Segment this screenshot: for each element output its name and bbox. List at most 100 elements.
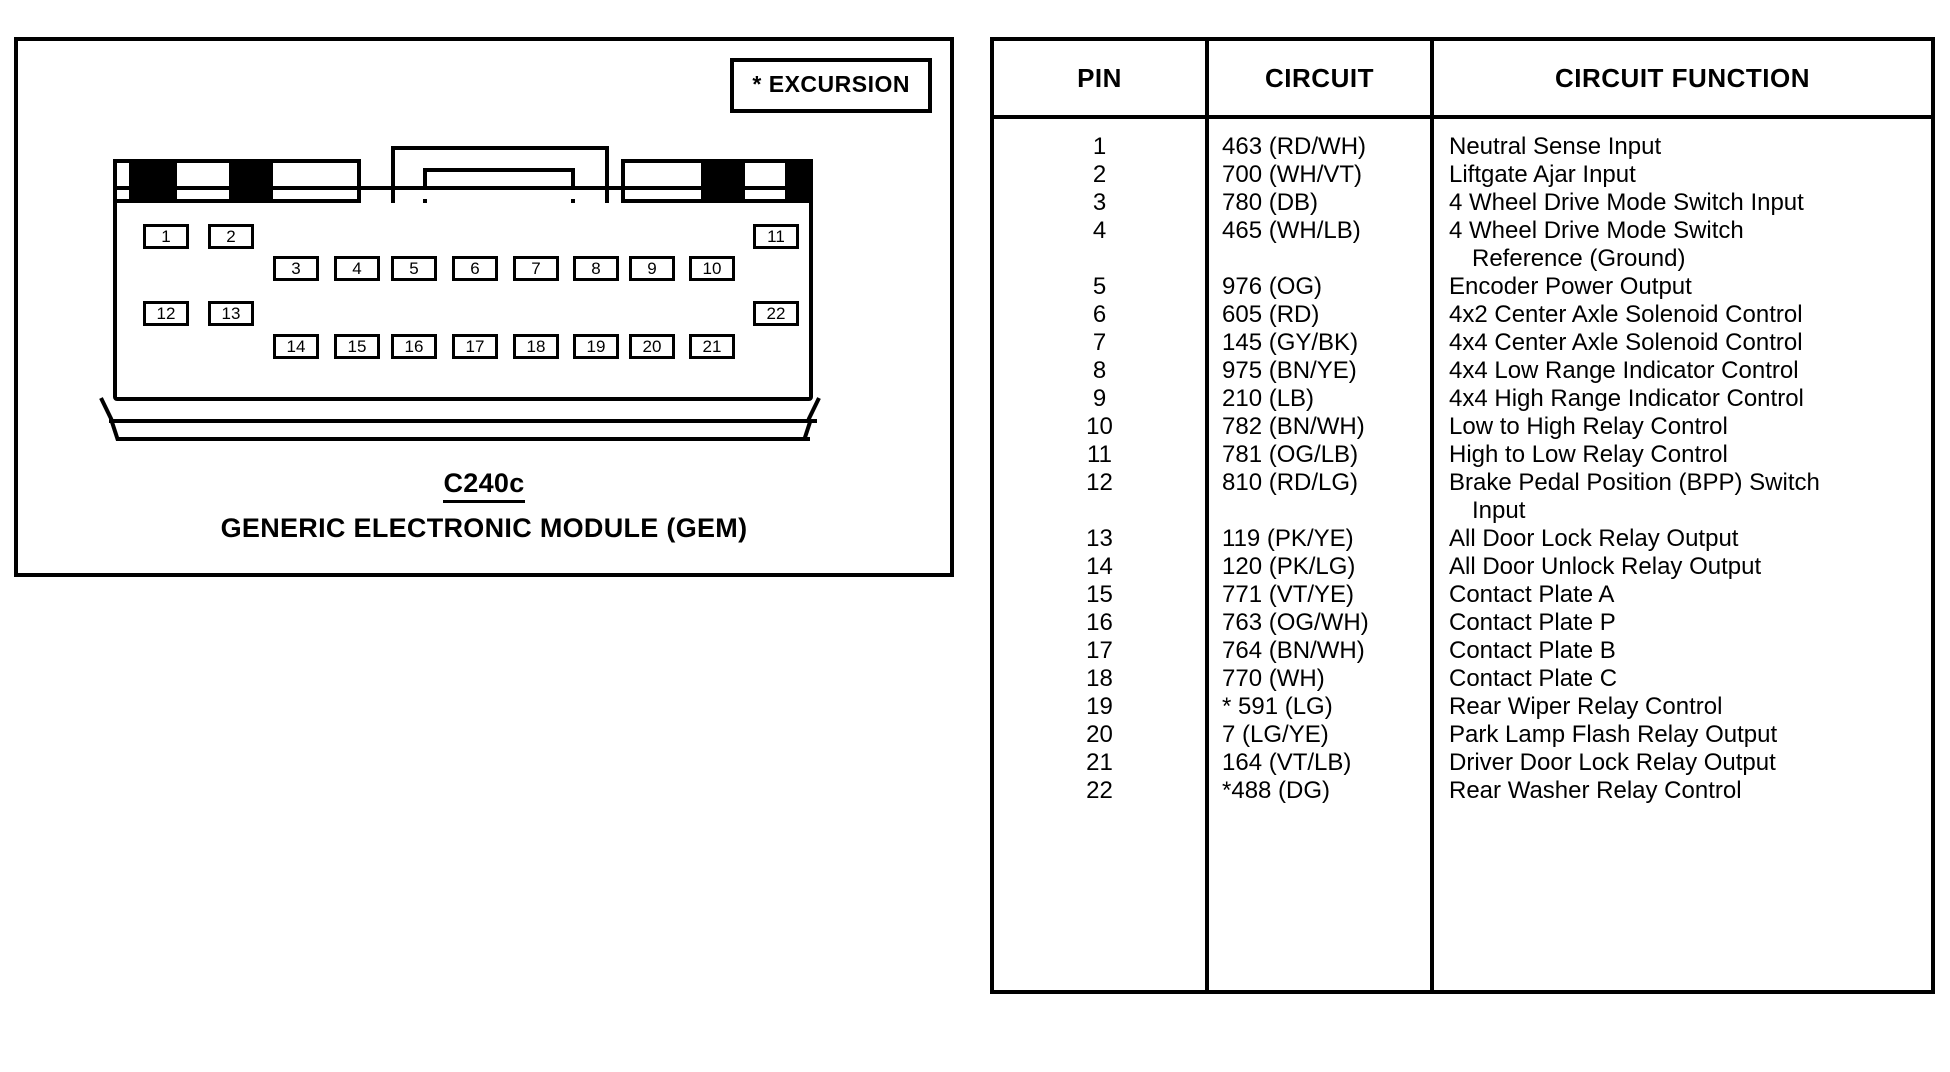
pin-cavity-16[interactable]: 16	[391, 334, 437, 359]
pin-cavity-21[interactable]: 21	[689, 334, 735, 359]
cell-circuit-function: Liftgate Ajar Input	[1449, 161, 1636, 188]
cell-circuit: 770 (WH)	[1222, 665, 1325, 692]
flange-edge-right-upper	[806, 397, 821, 421]
cell-circuit: 976 (OG)	[1222, 273, 1323, 300]
flange-rule-2	[116, 437, 810, 441]
table-row: 22*488 (DG)Rear Washer Relay Control	[994, 777, 1931, 805]
connector-latch-mask	[395, 187, 605, 199]
cell-circuit: 975 (BN/YE)	[1222, 357, 1357, 384]
cell-pin: 10	[1086, 413, 1113, 440]
cell-circuit: 810 (RD/LG)	[1222, 469, 1359, 496]
table-row-continuation: Input	[994, 497, 1931, 525]
cell-pin: 15	[1086, 581, 1113, 608]
cell-circuit-function: Brake Pedal Position (BPP) Switch	[1449, 469, 1820, 496]
cell-circuit: 781 (OG/LB)	[1222, 441, 1359, 468]
connector-id-label: C240c	[443, 468, 525, 503]
pin-cavity-20[interactable]: 20	[629, 334, 675, 359]
cell-circuit-function: 4x4 High Range Indicator Control	[1449, 385, 1804, 412]
cell-circuit-function: 4x4 Center Axle Solenoid Control	[1449, 329, 1803, 356]
cell-circuit-function-continued: Reference (Ground)	[1472, 245, 1686, 272]
cell-circuit-function: Rear Washer Relay Control	[1449, 777, 1742, 804]
cell-circuit: *488 (DG)	[1222, 777, 1331, 804]
cell-pin: 1	[1092, 133, 1107, 160]
cell-pin: 3	[1092, 189, 1107, 216]
pin-cavity-7[interactable]: 7	[513, 256, 559, 281]
pin-cavity-9[interactable]: 9	[629, 256, 675, 281]
cell-circuit-function: High to Low Relay Control	[1449, 441, 1728, 468]
table-header-circuit: CIRCUIT	[1265, 62, 1374, 93]
pin-cavity-8[interactable]: 8	[573, 256, 619, 281]
pin-cavity-2[interactable]: 2	[208, 224, 254, 249]
connector-name-caption: GENERIC ELECTRONIC MODULE (GEM)	[220, 513, 748, 543]
cell-circuit-function: 4 Wheel Drive Mode Switch	[1449, 217, 1744, 244]
cell-circuit: * 591 (LG)	[1222, 693, 1333, 720]
table-row-continuation: Reference (Ground)	[994, 245, 1931, 273]
pin-cavity-1[interactable]: 1	[143, 224, 189, 249]
table-row: 7 145 (GY/BK) 4x4 Center Axle Solenoid Con…	[994, 329, 1931, 357]
cell-circuit: 782 (BN/WH)	[1222, 413, 1365, 440]
cell-circuit-function: All Door Lock Relay Output	[1449, 525, 1739, 552]
pin-cavity-6[interactable]: 6	[452, 256, 498, 281]
cell-pin: 7	[1092, 329, 1107, 356]
connector-key-block-white-4	[621, 159, 705, 203]
pin-assignment-table: PIN CIRCUIT CIRCUIT FUNCTION 1 463 (RD/WH…	[990, 37, 1935, 994]
pin-cavity-14[interactable]: 14	[273, 334, 319, 359]
cell-circuit-function: 4x4 Low Range Indicator Control	[1449, 357, 1799, 384]
pin-cavity-15[interactable]: 15	[334, 334, 380, 359]
cell-circuit: 164 (VT/LB)	[1222, 749, 1352, 776]
pin-cavity-11[interactable]: 11	[753, 224, 799, 249]
pin-cavity-12[interactable]: 12	[143, 301, 189, 326]
cell-circuit: 463 (RD/WH)	[1222, 133, 1367, 160]
cell-circuit: 119 (PK/YE)	[1222, 525, 1354, 552]
cell-pin: 5	[1092, 273, 1107, 300]
connector-shell	[113, 186, 813, 401]
table-header-function: CIRCUIT FUNCTION	[1555, 62, 1810, 93]
connector-diagram-panel: * EXCURSION 1 2 3 4 5 6 7 8 9 10 11	[14, 37, 954, 577]
table-header-row: PIN CIRCUIT CIRCUIT FUNCTION	[994, 41, 1931, 119]
pin-cavity-10[interactable]: 10	[689, 256, 735, 281]
connector-key-block-black-2	[229, 159, 273, 203]
cell-circuit: 7 (LG/YE)	[1222, 721, 1329, 748]
pin-cavity-18[interactable]: 18	[513, 334, 559, 359]
connector-key-block-white-2	[173, 159, 233, 203]
pin-cavity-13[interactable]: 13	[208, 301, 254, 326]
cell-pin: 19	[1086, 693, 1113, 720]
pin-cavity-4[interactable]: 4	[334, 256, 380, 281]
cell-circuit: 145 (GY/BK)	[1222, 329, 1359, 356]
cell-pin: 16	[1086, 609, 1113, 636]
cell-circuit-function-continued: Input	[1472, 497, 1526, 524]
pin-cavity-17[interactable]: 17	[452, 334, 498, 359]
cell-circuit: 771 (VT/YE)	[1222, 581, 1355, 608]
table-row: 12 810 (RD/LG) Brake Pedal Position (BPP) …	[994, 469, 1931, 497]
pin-cavity-3[interactable]: 3	[273, 256, 319, 281]
cell-pin: 12	[1086, 469, 1113, 496]
cell-pin: 17	[1086, 637, 1113, 664]
cell-pin: 9	[1092, 385, 1107, 412]
cell-pin: 18	[1086, 665, 1113, 692]
flange-rule-1	[109, 419, 817, 423]
cell-circuit: 465 (WH/LB)	[1222, 217, 1361, 244]
cell-pin: 14	[1086, 553, 1113, 580]
table-row: 8 975 (BN/YE) 4x4 Low Range Indicator Cont…	[994, 357, 1931, 385]
pin-cavity-5[interactable]: 5	[391, 256, 437, 281]
table-header-pin: PIN	[1077, 62, 1122, 93]
connector-body: 1 2 3 4 5 6 7 8 9 10 11 12 13 14 15 16 1…	[99, 146, 821, 441]
table-column-divider-1	[1205, 41, 1209, 990]
cell-pin: 8	[1092, 357, 1107, 384]
cell-pin: 21	[1086, 749, 1113, 776]
cell-circuit: 700 (WH/VT)	[1222, 161, 1363, 188]
excursion-footnote-box: * EXCURSION	[730, 58, 932, 113]
pin-cavity-22[interactable]: 22	[753, 301, 799, 326]
pin-cavity-19[interactable]: 19	[573, 334, 619, 359]
cell-circuit-function: Driver Door Lock Relay Output	[1449, 749, 1776, 776]
